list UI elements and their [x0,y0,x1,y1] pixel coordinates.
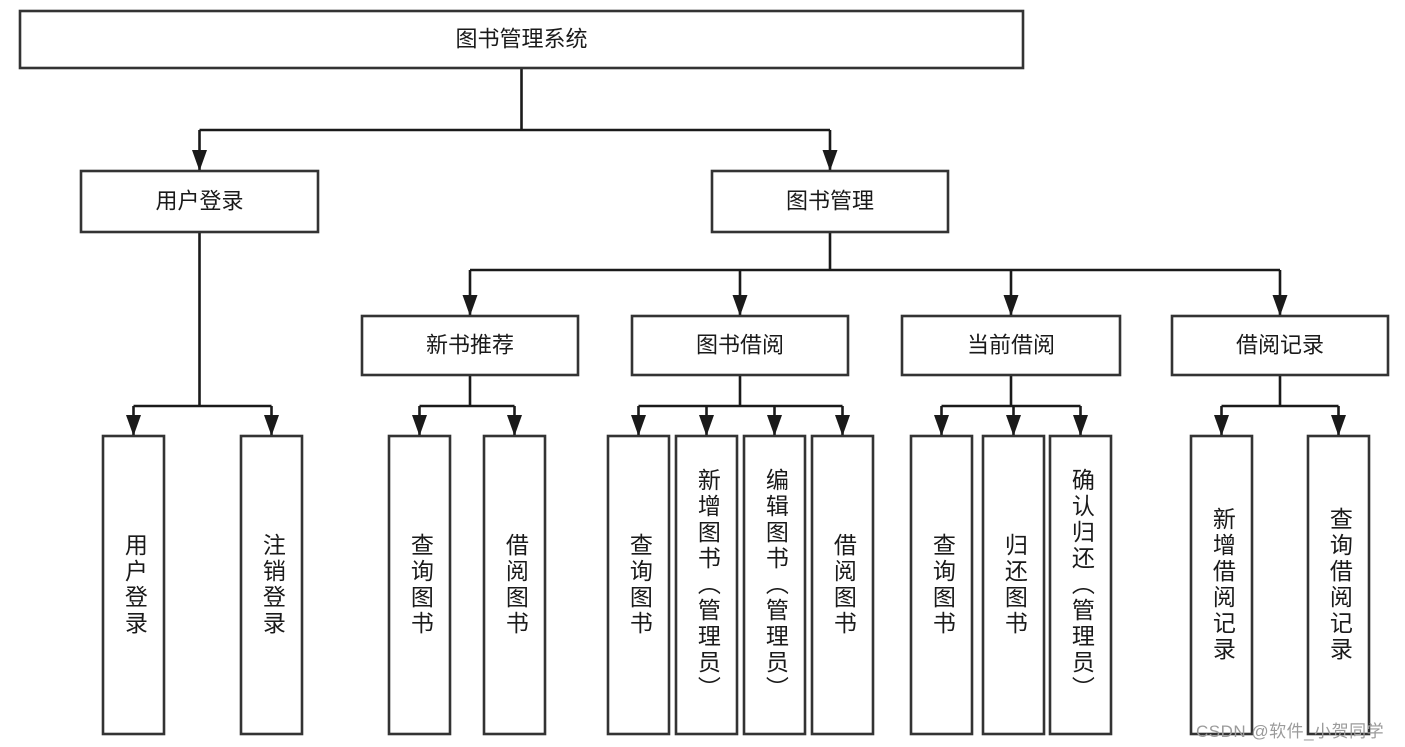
node-current-borrow[interactable] [900,314,1122,377]
node-label-current-borrow: 当前借阅 [967,332,1055,357]
arrow-head-icon [507,415,522,436]
arrow-head-icon [1003,295,1019,316]
node-leaf-query-book-2[interactable] [606,434,671,736]
node-box-layer [18,9,1390,736]
arrow-head-icon [1073,415,1088,436]
connector-layer [126,68,1346,436]
node-label-user-login: 用户登录 [155,188,243,213]
node-label-root: 图书管理系统 [455,26,587,51]
node-leaf-borrow-book-2[interactable] [810,434,875,736]
node-leaf-query-record[interactable] [1306,434,1371,736]
arrow-head-icon [1214,415,1229,436]
arrow-head-icon [192,150,207,171]
arrow-head-icon [264,415,279,436]
node-new-book-recommend[interactable] [360,314,580,377]
node-leaf-add-book[interactable] [674,434,739,736]
arrow-head-icon [462,295,478,316]
node-leaf-user-login[interactable] [101,434,166,736]
node-label-book-borrow: 图书借阅 [696,332,784,357]
arrow-head-icon [1006,415,1021,436]
arrow-head-icon [631,415,646,436]
node-leaf-confirm-return[interactable] [1048,434,1113,736]
node-book-borrow[interactable] [630,314,850,377]
node-leaf-return-book[interactable] [981,434,1046,736]
node-root[interactable] [18,9,1025,70]
node-leaf-query-book-3[interactable] [909,434,974,736]
node-leaf-user-logout[interactable] [239,434,304,736]
arrow-head-icon [732,295,748,316]
arrow-head-icon [126,415,141,436]
node-label-borrow-record: 借阅记录 [1236,332,1324,357]
node-book-manage[interactable] [710,169,950,234]
node-leaf-borrow-book-1[interactable] [482,434,547,736]
arrow-head-icon [1272,295,1288,316]
node-leaf-query-book-1[interactable] [387,434,452,736]
arrow-head-icon [822,150,838,171]
node-borrow-record[interactable] [1170,314,1390,377]
csdn-watermark: CSDN @软件_小贺同学 [1196,722,1385,741]
node-label-book-manage: 图书管理 [786,188,874,213]
arrow-head-icon [835,415,850,436]
node-leaf-edit-book[interactable] [742,434,807,736]
arrow-head-icon [1331,415,1346,436]
arrow-head-icon [412,415,427,436]
node-leaf-add-record[interactable] [1189,434,1254,736]
node-user-login[interactable] [79,169,320,234]
node-label-new-book-recommend: 新书推荐 [426,332,514,357]
arrow-head-icon [699,415,714,436]
arrow-head-icon [767,415,782,436]
arrow-head-icon [934,415,949,436]
